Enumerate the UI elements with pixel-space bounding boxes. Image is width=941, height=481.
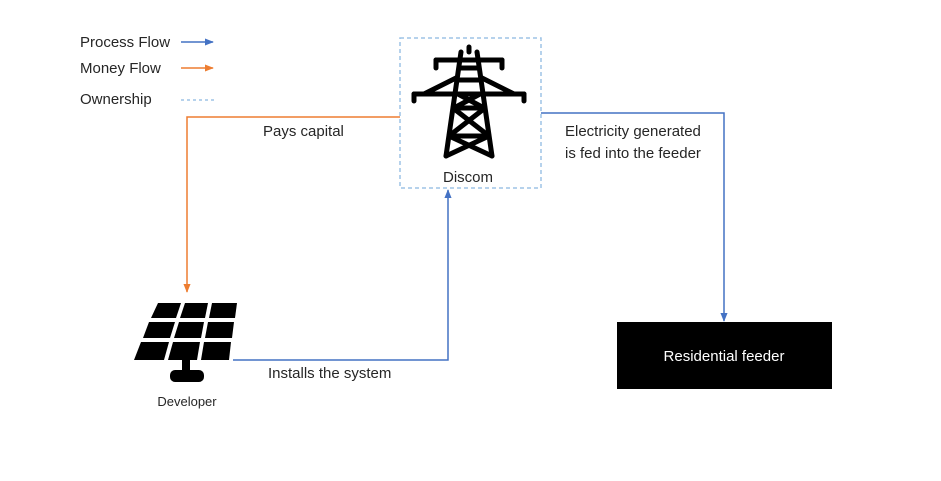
- developer-label: Developer: [157, 394, 217, 409]
- pays-capital-label: Pays capital: [263, 123, 344, 140]
- electricity-label-line2: is fed into the feeder: [565, 145, 701, 162]
- transmission-tower-icon: [411, 44, 527, 159]
- installs-flow-arrow: [233, 189, 452, 361]
- discom-ownership-box: [399, 37, 542, 189]
- legend-ownership-label: Ownership: [80, 91, 152, 108]
- installs-label: Installs the system: [268, 365, 391, 382]
- residential-feeder-label: Residential feeder: [664, 348, 785, 365]
- solar-panel-icon: [134, 303, 237, 382]
- legend: Process Flow Money Flow Ownership: [80, 34, 214, 108]
- residential-feeder-box: [617, 322, 832, 389]
- legend-process-flow-label: Process Flow: [80, 34, 170, 51]
- discom-label: Discom: [443, 169, 493, 186]
- electricity-label-line1: Electricity generated: [565, 123, 701, 140]
- electricity-flow-arrow: [541, 112, 728, 322]
- legend-money-flow-label: Money Flow: [80, 60, 161, 77]
- money-flow-arrow: [183, 116, 400, 293]
